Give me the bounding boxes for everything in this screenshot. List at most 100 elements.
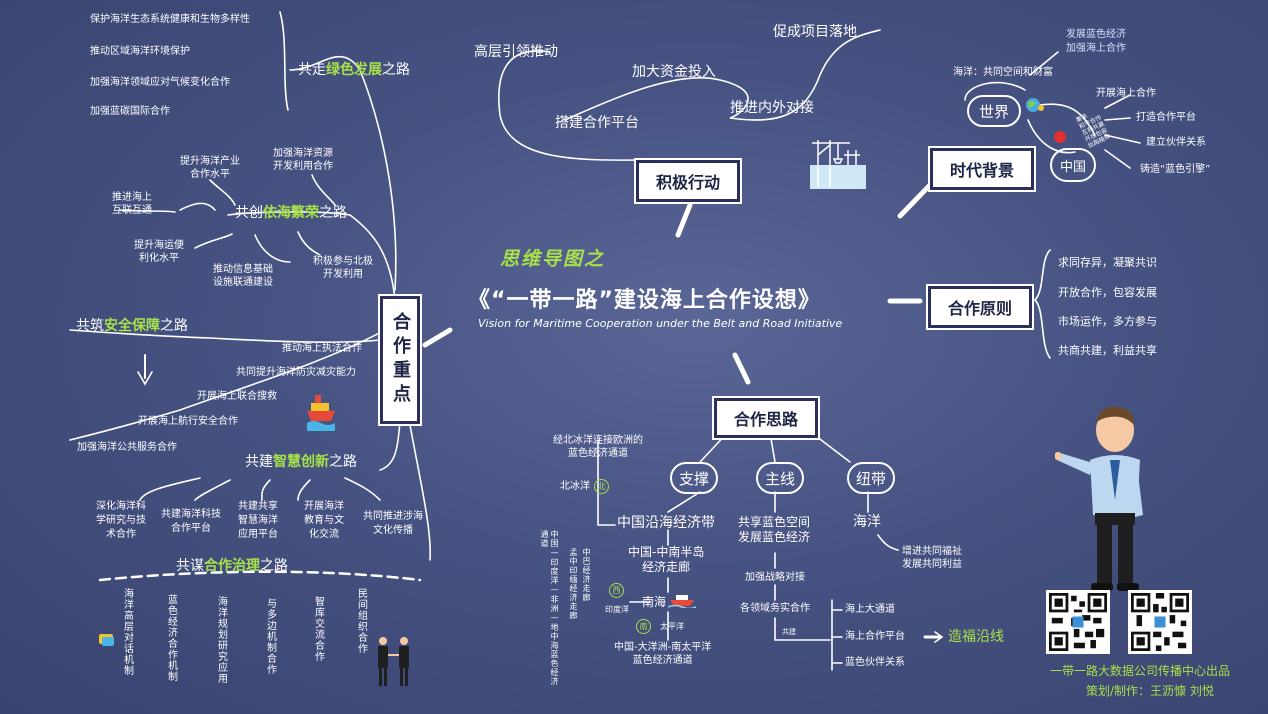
prosper-item: 提升海运便利化水平 [134,240,184,264]
road-prefix: 共筑 [76,318,104,334]
ship-icon [307,395,335,431]
smart-item: 深化海洋科学研究与技术合作 [96,501,146,540]
road-key: 依海繁荣 [263,205,319,221]
subtitle: Vision for Maritime Cooperation under th… [478,317,843,330]
common-benefit-line: 发展共同利益 [902,558,962,570]
corridor-line: 中国-中南半岛 [628,545,705,559]
road-prefix: 共创 [235,205,263,221]
safety-item: 推动海上执法合作 [282,343,362,354]
safety-item: 开展海上航行安全合作 [138,416,238,427]
presenter-illustration [1055,406,1143,591]
practical-cooperation: 各领域务实合作 [740,603,810,614]
green-item: 推动区域海洋环境保护 [90,46,190,57]
bg-top-right-item: 加强海上合作 [1066,43,1126,54]
arctic-label: 北冰洋 [560,481,590,492]
road-suffix: 之路 [160,318,188,334]
co-build-label: 共建 [782,628,796,636]
strategy-docking: 加强战略对接 [745,572,805,583]
road-prefix: 共走 [298,62,326,78]
arctic-note: 经北冰洋连接欧洲的 蓝色经济通道 [553,435,643,460]
producer-credit: 一带一路大数据公司传播中心出品 [1050,664,1231,678]
smart-item: 开展海洋教育与文化交流 [304,501,344,540]
branch-thinking[interactable]: 合作思路 [712,396,820,440]
channel-item: 海上合作平台 [845,631,905,642]
road-prefix: 共谋 [176,558,204,574]
common-benefit-line: 增进共同福祉 [902,546,962,557]
bg-right-item: 开展海上合作 [1096,88,1156,99]
action-item: 促成项目落地 [773,24,857,40]
action-item: 高层引领推动 [474,44,558,60]
cpec-corridor: 中巴经济走廊 [582,548,591,602]
qr-code-right[interactable] [1128,590,1192,654]
road-key: 安全保障 [104,318,160,334]
benefit-result: 造福沿线 [948,629,1004,645]
prosper-item: 推进海上互联互通 [112,192,152,216]
pacific-label: 太平洋 [660,622,684,631]
governance-item: 蓝色经济合作机制 [165,594,177,682]
corridor-line: 经济走廊 [642,560,691,574]
green-item: 加强海洋领域应对气候变化合作 [90,77,230,88]
governance-item: 民间组织合作 [355,588,367,654]
handshake-illustration [378,637,409,686]
prosper-item: 提升海洋产业合作水平 [180,156,240,180]
support-node[interactable]: 支撑 [670,462,718,494]
branch-background[interactable]: 时代背景 [928,146,1036,192]
main-title: 《“一带一路”建设海上合作设想》 [468,288,821,313]
action-item: 推进内外对接 [730,100,814,116]
smart-item: 共建共享智慧海洋应用平台 [238,501,278,540]
west-badge: 西 [609,583,624,598]
china-node[interactable]: 中国 [1050,148,1096,182]
road-suffix: 之路 [329,454,357,470]
indian-ocean-label: 印度洋 [605,605,629,614]
branch-focus[interactable]: 合作重点 [378,294,422,426]
bcim-corridor: 孟中印缅经济走廊 [569,548,578,620]
governance-item: 与多边机制合作 [264,598,276,675]
bg-right-item: 铸造“蓝色引擎” [1140,164,1211,175]
author-credit: 策划/制作：王沥慷 刘悦 [1086,684,1214,698]
road-prosper: 共创依海繁荣之路 [235,205,347,223]
title-prefix: 思维导图之 [500,248,606,270]
port-crane-icon [810,140,866,189]
principle-item: 求同存异，凝聚共识 [1058,256,1157,269]
safety-item: 共同提升海洋防灾减灾能力 [236,367,356,378]
blue-space-line: 发展蓝色经济 [738,530,811,544]
arctic-badge: 北 [594,479,609,494]
branch-principles[interactable]: 合作原则 [926,284,1034,330]
south-sea: 南海 [642,595,667,609]
branch-actions[interactable]: 积极行动 [634,158,742,204]
green-item: 保护海洋生态系统健康和生物多样性 [90,14,250,25]
prosper-item: 积极参与北极开发利用 [313,256,373,280]
bg-top-right-item: 发展蓝色经济 [1066,29,1126,40]
road-key: 合作治理 [204,558,260,574]
road-key: 绿色发展 [326,62,382,78]
action-item: 加大资金投入 [632,64,716,80]
bg-right-item: 建立伙伴关系 [1146,137,1206,148]
governance-item: 海洋高层对话机制 [121,588,133,676]
channel-item: 蓝色伙伴关系 [845,657,905,668]
china-flag-icon [1054,131,1066,143]
principle-item: 开放合作，包容发展 [1058,286,1157,299]
world-node[interactable]: 世界 [967,95,1021,127]
globe-icon [1026,98,1044,112]
action-item: 搭建合作平台 [555,115,639,131]
ocean-label: 海洋 [853,514,881,530]
road-suffix: 之路 [260,558,288,574]
mainline-node[interactable]: 主线 [756,462,804,494]
road-governance: 共谋合作治理之路 [176,558,288,576]
qr-code-left[interactable] [1046,590,1110,654]
governance-item: 智库交流合作 [312,596,324,662]
indian-ocean-channel: 中国—印度洋—非洲—地中海蓝色经济通道 [540,530,559,686]
arctic-note-line: 蓝色经济通道 [568,447,628,459]
common-benefit: 增进共同福祉 发展共同利益 [902,546,962,571]
principle-item: 市场运作，多方参与 [1058,315,1157,328]
qr-code-icon [1049,593,1107,651]
blue-space: 共享蓝色空间 发展蓝色经济 [738,515,810,545]
corridor: 中国-中南半岛 经济走廊 [628,545,704,575]
blue-space-line: 共享蓝色空间 [738,515,811,529]
bond-node[interactable]: 纽带 [847,462,895,494]
south-badge: 南 [636,619,651,634]
prosper-item: 推动信息基础设施联通建设 [213,264,273,288]
world-note: 海洋：共同空间和财富 [953,67,1053,78]
safety-item: 开展海上联合搜救 [197,391,277,402]
